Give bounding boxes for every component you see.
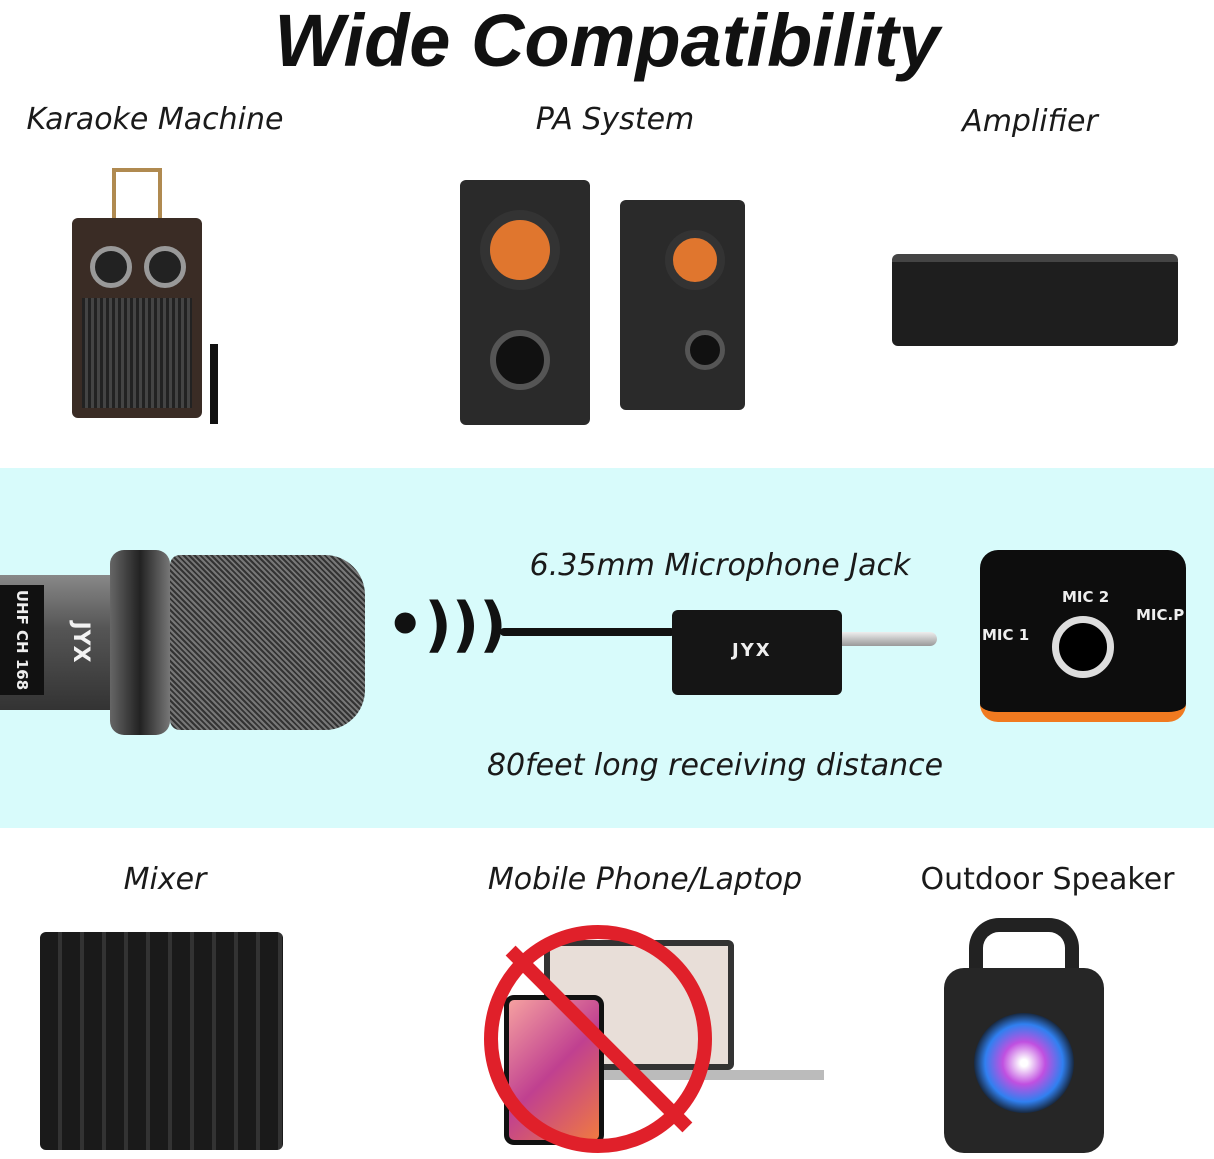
mixer-image bbox=[40, 932, 283, 1150]
panel-label-mic1: MIC 1 bbox=[982, 626, 1030, 644]
mic-brand: JYX bbox=[68, 621, 93, 663]
amplifier-image bbox=[892, 254, 1178, 346]
label-mixer: Mixer bbox=[123, 862, 207, 897]
distance-label: 80feet long receiving distance bbox=[486, 748, 944, 783]
microphone-image: UHF CH 168 JYX bbox=[0, 545, 365, 740]
receiver-image: JYX bbox=[500, 610, 945, 700]
label-phone-laptop: Mobile Phone/Laptop bbox=[487, 862, 803, 897]
mic-input-panel-image: MIC 2 MIC 1 MIC.P bbox=[980, 550, 1186, 722]
page-title: Wide Compatibility bbox=[274, 0, 940, 82]
label-amplifier: Amplifier bbox=[962, 104, 1098, 139]
mic-display-text: UHF CH 168 bbox=[13, 589, 31, 691]
wireless-signal-icon: •))) bbox=[386, 590, 507, 660]
label-outdoor-speaker: Outdoor Speaker bbox=[920, 862, 1175, 897]
label-pa: PA System bbox=[535, 102, 695, 137]
label-karaoke: Karaoke Machine bbox=[26, 102, 284, 137]
panel-label-micp: MIC.P bbox=[1136, 606, 1185, 624]
karaoke-machine-image bbox=[72, 168, 218, 426]
outdoor-speaker-image bbox=[944, 918, 1104, 1153]
jack-label: 6.35mm Microphone Jack bbox=[529, 548, 911, 583]
receiver-brand: JYX bbox=[732, 640, 772, 661]
pa-system-image bbox=[460, 180, 750, 430]
phone-laptop-image bbox=[484, 925, 824, 1155]
panel-label-mic2: MIC 2 bbox=[1062, 588, 1110, 606]
